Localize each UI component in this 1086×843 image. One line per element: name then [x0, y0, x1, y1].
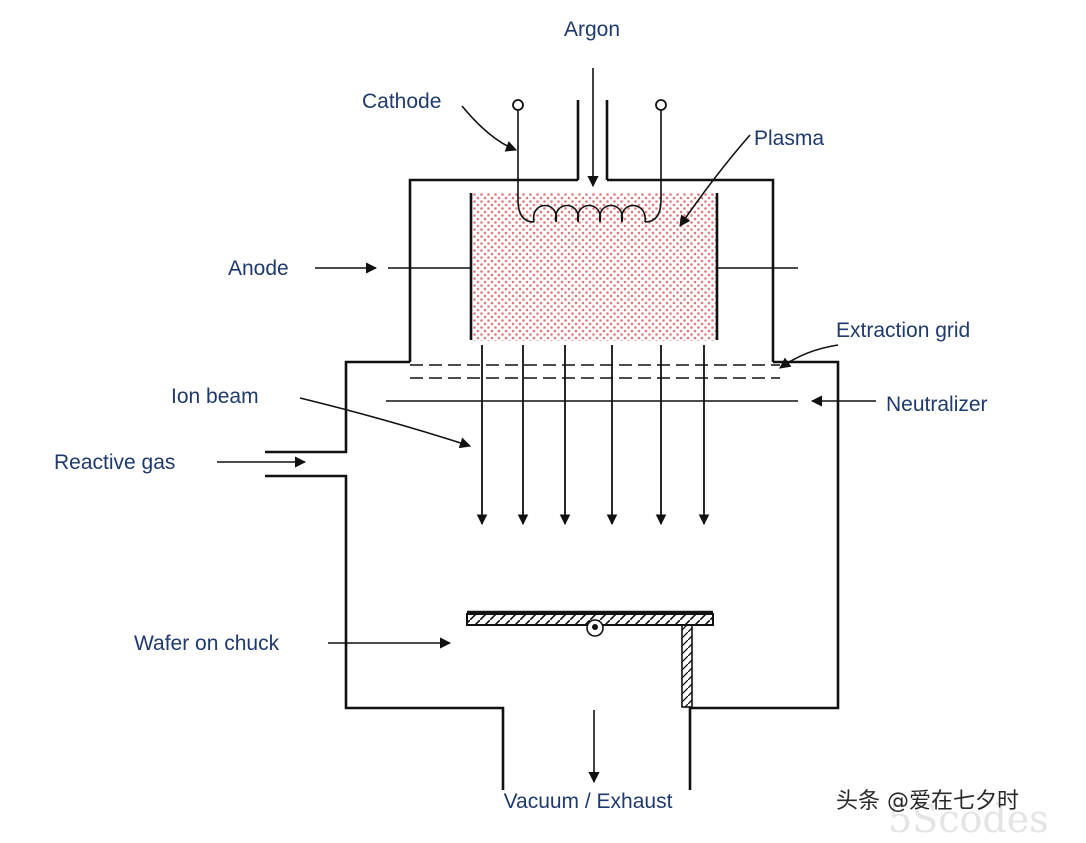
- cathode-filament: [512, 99, 667, 223]
- label-wafer-on-chuck: Wafer on chuck: [134, 632, 280, 655]
- pointer-arrows: [217, 68, 876, 784]
- label-neutralizer: Neutralizer: [886, 393, 988, 416]
- label-vacuum-exhaust: Vacuum / Exhaust: [504, 790, 673, 813]
- label-plasma: Plasma: [754, 127, 824, 150]
- watermark-source: 头条 @爱在七夕时: [836, 789, 1019, 814]
- extraction-grid: [410, 364, 780, 379]
- wafer-chuck: [466, 610, 714, 708]
- label-reactive-gas: Reactive gas: [54, 451, 175, 474]
- watermark-background: 5Scodes: [888, 797, 1049, 838]
- label-anode: Anode: [228, 257, 289, 280]
- ion-beam-arrows: [476, 345, 710, 526]
- label-argon: Argon: [564, 18, 620, 41]
- label-ion-beam: Ion beam: [171, 385, 259, 408]
- chamber-outline: [265, 100, 840, 790]
- plasma-region: [469, 193, 719, 341]
- label-cathode: Cathode: [362, 90, 441, 113]
- label-extraction-grid: Extraction grid: [836, 319, 970, 342]
